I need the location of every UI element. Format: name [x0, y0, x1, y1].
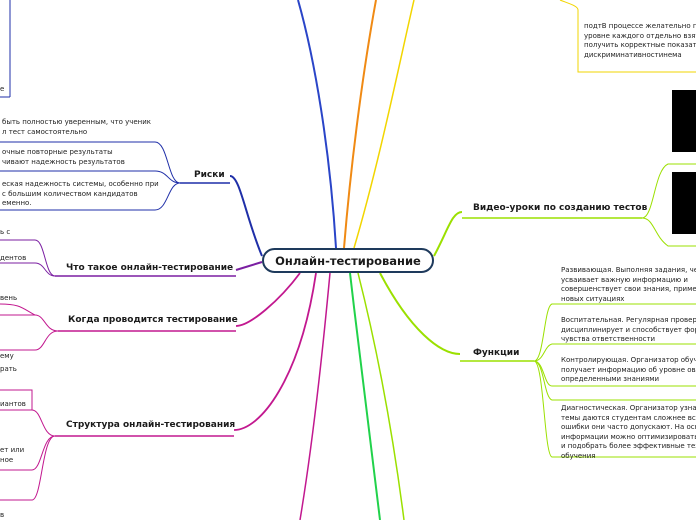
top-note[interactable]: подтВ процессе желательно при уровне каж… — [584, 22, 696, 59]
connector-risks — [229, 175, 263, 257]
branch-what-label: Что такое онлайн-тестирование — [66, 263, 234, 273]
risk-item-2[interactable]: очные повторные результаты чивают надежн… — [2, 148, 125, 166]
center-label: Онлайн-тестирование — [275, 253, 421, 268]
branch-what[interactable]: Что такое онлайн-тестирование — [66, 263, 233, 273]
connector-blue-top — [297, 0, 337, 249]
connector-structure — [233, 272, 317, 431]
fragment-struct-5[interactable]: в — [0, 511, 5, 519]
fragment-when-1[interactable]: вень — [0, 294, 18, 302]
branch-structure[interactable]: Структура онлайн-тестирования — [66, 420, 235, 430]
connector-orange-top — [343, 0, 377, 249]
function-item-2[interactable]: Воспитательная. Регулярная проверка дисц… — [561, 316, 696, 344]
fragment-struct-4[interactable]: ное — [0, 456, 14, 464]
connector-what — [235, 261, 263, 271]
branch-risks-label: Риски — [194, 170, 225, 180]
function-item-1[interactable]: Развивающая. Выполняя задания, чело усва… — [561, 266, 696, 303]
branch-when-label: Когда проводится тестирование — [68, 315, 238, 325]
fragment-struct-1[interactable]: рать — [0, 365, 17, 373]
video-thumbnail-2[interactable] — [672, 172, 696, 234]
risk-item-1[interactable]: быть полностью уверенным, что ученик л т… — [2, 118, 152, 136]
branch-risks[interactable]: Риски — [194, 170, 225, 180]
fragment-what-2[interactable]: дентов — [0, 254, 27, 262]
branch-structure-label: Структура онлайн-тестирования — [66, 420, 236, 430]
branch-functions[interactable]: Функции — [473, 348, 519, 358]
fragment-what-1[interactable]: ь с — [0, 228, 11, 236]
fragment-struct-2[interactable]: иантов — [0, 400, 26, 408]
center-node[interactable]: Онлайн-тестирование — [262, 248, 434, 273]
connector-lime-bottom — [357, 272, 405, 520]
video-thumbnail-1[interactable] — [672, 90, 696, 152]
connector-functions — [379, 272, 461, 355]
branch-video-label: Видео-уроки по созданию тестов — [473, 203, 648, 213]
risk-item-3[interactable]: еская надежность системы, особенно при с… — [2, 180, 159, 208]
fragment-top[interactable]: е — [0, 85, 5, 93]
branch-functions-label: Функции — [473, 348, 520, 358]
connector-green-bottom — [349, 272, 381, 520]
connector-pink-bottom — [299, 272, 331, 520]
fragment-when-2[interactable]: ему — [0, 352, 14, 360]
function-item-3[interactable]: Контролирующая. Организатор обучен получ… — [561, 356, 696, 384]
branch-when[interactable]: Когда проводится тестирование — [68, 315, 238, 325]
branch-video[interactable]: Видео-уроки по созданию тестов — [473, 203, 647, 213]
connector-yellow-top — [353, 0, 415, 249]
connector-video — [433, 211, 463, 257]
fragment-struct-3[interactable]: ет или — [0, 446, 25, 454]
connector-when — [235, 272, 301, 327]
function-item-4[interactable]: Диагностическая. Организатор узнает, тем… — [561, 404, 696, 460]
